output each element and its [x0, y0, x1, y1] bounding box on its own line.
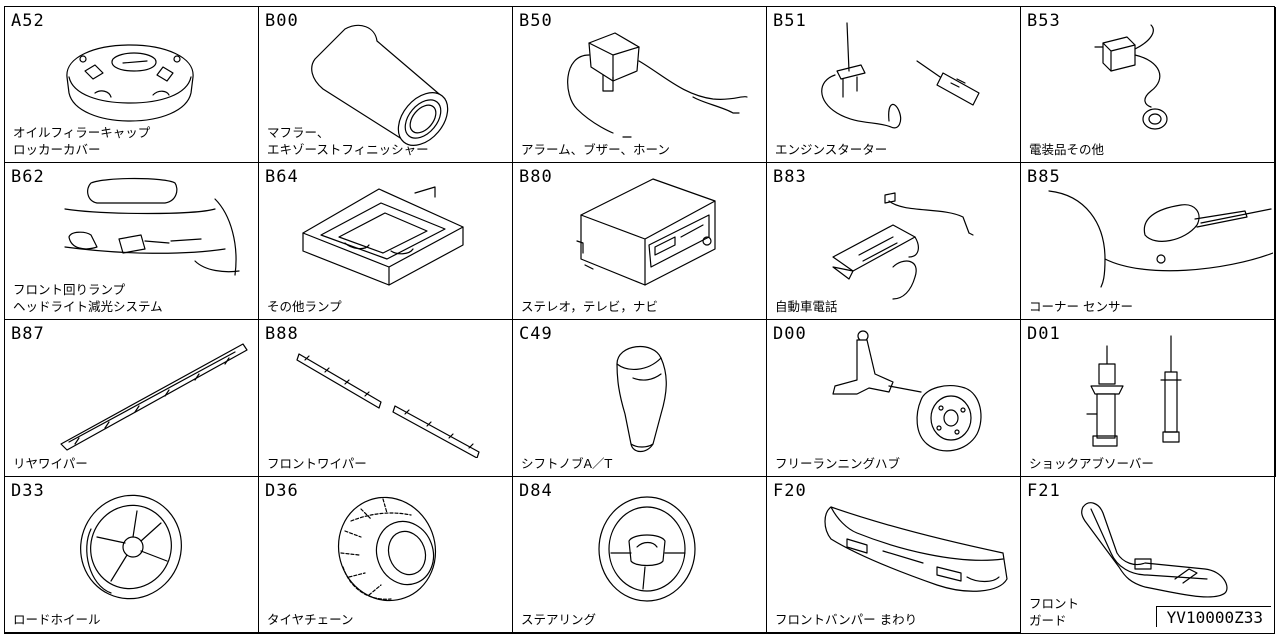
category-cell-b80[interactable]: B80 ステレオ，テレビ，ナビ	[513, 163, 767, 320]
category-code: B85	[1027, 167, 1061, 187]
car-phone-illustration	[832, 192, 974, 300]
category-cell-b64[interactable]: B64 その他ランプ	[259, 163, 513, 320]
category-cell-b00[interactable]: B00 マフラー、 エキゾーストフィニッシャー	[259, 7, 513, 163]
muffler-illustration	[311, 24, 449, 146]
front-bumper-illustration	[824, 506, 1008, 592]
rear-wiper-illustration	[60, 343, 248, 451]
category-code: B51	[773, 11, 807, 31]
category-label: マフラー、 エキゾーストフィニッシャー	[267, 125, 429, 157]
category-label: コーナー センサー	[1029, 299, 1133, 314]
category-code: B87	[11, 324, 45, 344]
category-cell-d33[interactable]: D33 ロードホイール	[5, 477, 259, 633]
category-label: フロントワイパー	[267, 456, 367, 471]
tire-chain-illustration	[337, 496, 437, 602]
category-cell-b53[interactable]: B53 電装品その他	[1021, 7, 1276, 163]
category-cell-b83[interactable]: B83 自動車電話	[767, 163, 1021, 320]
category-cell-a52[interactable]: A52 オイルフィラーキャップ ロッカーカバー	[5, 7, 259, 163]
stereo-unit-illustration	[576, 178, 716, 286]
category-code: F20	[773, 481, 807, 501]
alarm-buzzer-illustration	[567, 32, 748, 138]
front-guard-illustration	[1081, 502, 1228, 598]
drawing-reference-code: YV10000Z33	[1155, 606, 1271, 627]
category-code: B50	[519, 11, 553, 31]
category-label: フリーランニングハブ	[775, 456, 901, 471]
category-label: その他ランプ	[267, 299, 342, 314]
parts-category-grid: A52 オイルフィラーキャップ ロッカーカバー B00 マフラー、 エキゾースト…	[4, 6, 1276, 634]
category-label: ロードホイール	[13, 612, 101, 627]
category-label: ステアリング	[521, 612, 597, 627]
category-cell-d36[interactable]: D36 タイヤチェーン	[259, 477, 513, 633]
category-cell-c49[interactable]: C49 シフトノブA／T	[513, 320, 767, 477]
electrical-parts-illustration	[1094, 24, 1168, 130]
category-cell-d84[interactable]: D84 ステアリング	[513, 477, 767, 633]
category-cell-b85[interactable]: B85 コーナー センサー	[1021, 163, 1276, 320]
category-cell-b87[interactable]: B87 リヤワイパー	[5, 320, 259, 477]
category-code: B83	[773, 167, 807, 187]
category-label: ステレオ，テレビ，ナビ	[521, 299, 658, 314]
category-cell-d01[interactable]: D01 ショックアブソーバー	[1021, 320, 1276, 477]
road-wheel-illustration	[80, 494, 182, 600]
category-code: F21	[1027, 481, 1061, 501]
category-label: アラーム、ブザー、ホーン	[521, 142, 670, 157]
room-lamp-illustration	[302, 186, 464, 286]
category-cell-b50[interactable]: B50 アラーム、ブザー、ホーン	[513, 7, 767, 163]
free-running-hub-illustration	[832, 330, 982, 452]
category-label: 自動車電話	[775, 299, 838, 314]
category-code: D00	[773, 324, 807, 344]
category-code: B00	[265, 11, 299, 31]
category-code: B88	[265, 324, 299, 344]
category-cell-f21[interactable]: F21 フロント ガード YV10000Z33	[1021, 477, 1276, 633]
oil-filler-cap-illustration	[66, 44, 194, 122]
category-code: B53	[1027, 11, 1061, 31]
category-label: エンジンスターター	[775, 142, 888, 157]
front-wiper-illustration	[296, 353, 480, 458]
category-label: フロント回りランプ ヘッドライト減光システム	[13, 282, 163, 314]
category-cell-b51[interactable]: B51 エンジンスターター	[767, 7, 1021, 163]
category-code: A52	[11, 11, 45, 31]
category-code: D36	[265, 481, 299, 501]
category-code: D01	[1027, 324, 1061, 344]
shift-knob-illustration	[616, 345, 667, 453]
category-code: D84	[519, 481, 553, 501]
category-code: B80	[519, 167, 553, 187]
category-label: オイルフィラーキャップ ロッカーカバー	[13, 125, 151, 157]
category-label: フロントバンパー まわり	[775, 612, 918, 627]
shock-absorber-illustration	[1086, 335, 1182, 447]
category-label: タイヤチェーン	[267, 612, 354, 627]
category-code: B64	[265, 167, 299, 187]
category-label: 電装品その他	[1029, 142, 1105, 157]
category-label: シフトノブA／T	[521, 456, 613, 471]
category-code: B62	[11, 167, 45, 187]
corner-sensor-illustration	[1048, 190, 1273, 288]
engine-starter-illustration	[821, 22, 980, 129]
category-code: D33	[11, 481, 45, 501]
category-label: ショックアブソーバー	[1029, 456, 1154, 471]
front-lamp-illustration	[64, 177, 240, 276]
category-cell-b62[interactable]: B62 フロント回りランプ ヘッドライト減光システム	[5, 163, 259, 320]
category-cell-d00[interactable]: D00 フリーランニングハブ	[767, 320, 1021, 477]
steering-wheel-illustration	[598, 496, 696, 602]
category-code: C49	[519, 324, 553, 344]
category-cell-f20[interactable]: F20 フロントバンパー まわり	[767, 477, 1021, 633]
category-label: フロント ガード	[1029, 596, 1080, 628]
category-cell-b88[interactable]: B88 フロントワイパー	[259, 320, 513, 477]
category-label: リヤワイパー	[13, 456, 88, 471]
